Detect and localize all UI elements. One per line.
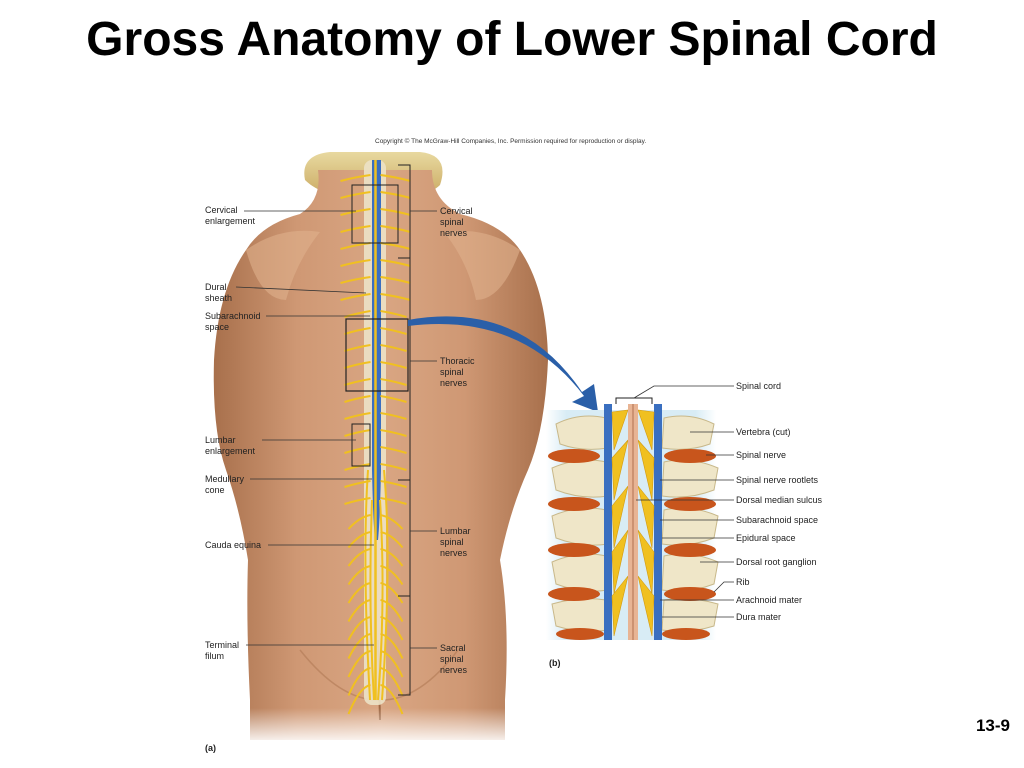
spinal-nerve-branch [347, 565, 371, 586]
spinal-nerve-branch [344, 361, 371, 369]
label-epidural-space: Epidural space [736, 533, 796, 543]
spinal-nerve-branch [380, 429, 407, 437]
spinal-nerve-branch [380, 565, 404, 586]
spinal-nerve-branch [344, 327, 371, 335]
label-terminal-filum: Terminal filum [205, 640, 240, 661]
spinal-nerve-branch [347, 667, 371, 696]
spinal-nerve-branch [347, 514, 371, 530]
spinal-nerve-branch [347, 616, 371, 641]
figure-b-part-label: (b) [549, 658, 561, 668]
spinal-nerve-branch [380, 208, 411, 216]
label-dura-mater: Dura mater [736, 612, 782, 622]
label-medullary-cone: Medullary cone [205, 474, 245, 495]
label-cervical-spinal-nerves: Cervical spinal nerves [440, 206, 473, 238]
spinal-nerve-branch [347, 582, 371, 604]
spinal-nerve-branch [380, 412, 407, 420]
spinal-nerve-branch [380, 599, 404, 622]
spinal-nerve-branch [340, 293, 371, 301]
label-cervical-enlargement: Cervical enlargement [205, 205, 256, 226]
spinal-nerve-branch [380, 344, 407, 352]
spinal-nerve-branch [340, 208, 371, 216]
label-thoracic-spinal-nerves: Thoracic spinal nerves [440, 356, 475, 388]
spinal-nerve-branch [380, 582, 404, 604]
connector-arrow [408, 316, 598, 412]
label-arachnoid-mater: Arachnoid mater [736, 595, 803, 605]
label-lumbar-spinal-nerves: Lumbar spinal nerves [440, 526, 471, 558]
label-rib: Rib [736, 577, 750, 587]
spinal-nerve-branch [344, 344, 371, 352]
label-dorsal-median-sulcus: Dorsal median sulcus [736, 495, 823, 505]
label-spinal-nerve: Spinal nerve [736, 450, 787, 460]
label-dorsal-root-ganglion: Dorsal root ganglion [736, 557, 817, 567]
label-cauda-equina: Cauda equina [205, 540, 262, 550]
label-subarachnoid-space-b: Subarachnoid space [736, 515, 819, 525]
spinal-nerve-branch [347, 599, 371, 622]
spinal-nerve-branch [344, 446, 371, 454]
label-sacral-spinal-nerves: Sacral spinal nerves [440, 643, 468, 675]
spinal-nerve-branch [344, 395, 371, 403]
spinal-nerve-branch [380, 191, 411, 199]
torso-figure [213, 152, 548, 745]
label-spinal-cord: Spinal cord [736, 381, 782, 391]
copyright-notice: Copyright © The McGraw-Hill Companies, I… [375, 138, 647, 145]
spinal-nerve-branch [380, 310, 407, 318]
spinal-nerve-branch [380, 276, 411, 284]
spinal-nerve-branch [380, 480, 407, 488]
spinal-nerve-branch [380, 684, 404, 715]
spinal-nerve-branch [344, 378, 371, 386]
spinal-nerve-branch [380, 667, 404, 696]
spinal-nerve-branch [380, 174, 411, 182]
spinal-nerve-branch [340, 225, 371, 233]
spinal-nerve-branch [340, 174, 371, 182]
slide-title: Gross Anatomy of Lower Spinal Cord [86, 13, 938, 66]
spinal-nerve-branch [380, 548, 404, 567]
spinal-nerve-branch [380, 395, 407, 403]
spinal-nerve-branch [380, 446, 407, 454]
spinal-nerve-branch [340, 191, 371, 199]
label-lumbar-enlargement: Lumbar enlargement [205, 435, 256, 456]
spinal-nerve-branch [380, 616, 404, 641]
spinal-nerve-branch [340, 276, 371, 284]
spinal-nerve-branch [380, 378, 407, 386]
spinal-nerve-branch [380, 463, 407, 471]
spinal-nerve-branch [344, 480, 371, 488]
slide-number: 13-9 [975, 716, 1010, 735]
figure-a-part-label: (a) [205, 743, 216, 753]
label-subarachnoid-space: Subarachnoid space [205, 311, 261, 332]
spinal-nerve-branch [380, 531, 404, 549]
spinal-nerve-branch [347, 650, 371, 678]
spinal-nerve-branch [380, 361, 407, 369]
label-dural-sheath: Dural sheath [205, 282, 233, 303]
spinal-nerve-branch [344, 429, 371, 437]
spinal-nerve-branch [347, 633, 371, 659]
spinal-nerve-branch [380, 225, 411, 233]
spinal-nerve-branch [347, 684, 371, 715]
spinal-nerve-branch [380, 327, 407, 335]
spinal-nerve-branch [380, 514, 404, 530]
label-vertebra-cut: Vertebra (cut) [736, 427, 791, 437]
spinal-nerve-branch [380, 650, 404, 678]
spinal-nerve-branch [344, 412, 371, 420]
spinal-nerve-branch [380, 633, 404, 659]
spinal-nerve-branch [380, 497, 407, 505]
spinal-nerve-branch [380, 293, 411, 301]
spinal-nerve-branch [347, 548, 371, 567]
spinal-nerve-branch [380, 259, 411, 267]
label-spinal-nerve-rootlets: Spinal nerve rootlets [736, 475, 819, 485]
spinal-nerve-branch [344, 497, 371, 505]
spinal-nerve-branch [340, 259, 371, 267]
spinal-section-figure [546, 385, 734, 640]
